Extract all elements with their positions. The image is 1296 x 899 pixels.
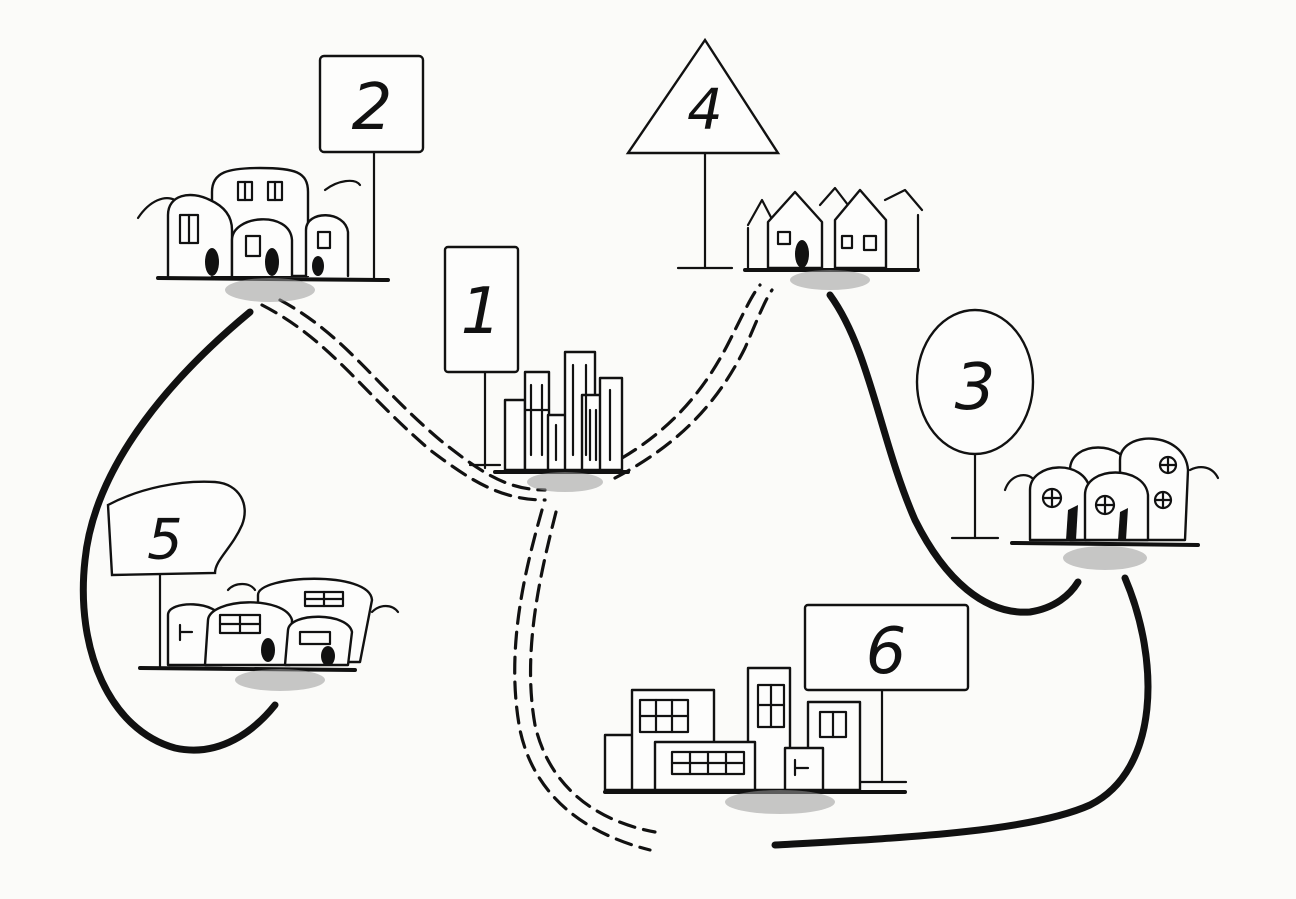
ground-line: [138, 666, 357, 672]
sign-2-label: 2: [352, 71, 393, 145]
sign-4: 4: [625, 37, 781, 270]
sign-5-label: 5: [147, 508, 183, 573]
settlement-4: [743, 186, 924, 290]
road-3-6: [771, 574, 1152, 849]
road-2-5: [79, 308, 279, 754]
ground-line: [1010, 541, 1200, 547]
sign-5: 5: [106, 480, 246, 670]
gabled-houses-icon: [746, 186, 924, 270]
rounded-huts-icon: [166, 577, 400, 667]
sign-1: 1: [443, 245, 520, 470]
sign-6: 6: [803, 603, 970, 784]
roads: [79, 283, 1152, 852]
settlement-6: [603, 666, 907, 814]
sign-3-label: 3: [955, 351, 996, 425]
rounded-houses-icon: [136, 166, 362, 278]
road-4-3: [826, 291, 1082, 616]
sign-6-label: 6: [866, 615, 907, 689]
settlement-1: [493, 350, 630, 492]
sign-1-label: 1: [461, 275, 502, 349]
settlement-5: [138, 577, 400, 691]
sign-4-label: 4: [687, 78, 723, 143]
road-1-6: [513, 508, 657, 852]
dome-houses-icon: [1003, 437, 1220, 542]
skyscrapers-icon: [503, 350, 624, 472]
sign-2: 2: [318, 54, 425, 282]
sign-3: 3: [915, 308, 1035, 540]
settlement-3: [1003, 437, 1220, 570]
road-2-1: [260, 298, 547, 502]
office-blocks-icon: [603, 666, 862, 792]
settlement-2: [136, 166, 390, 302]
road-1-4: [598, 283, 774, 480]
